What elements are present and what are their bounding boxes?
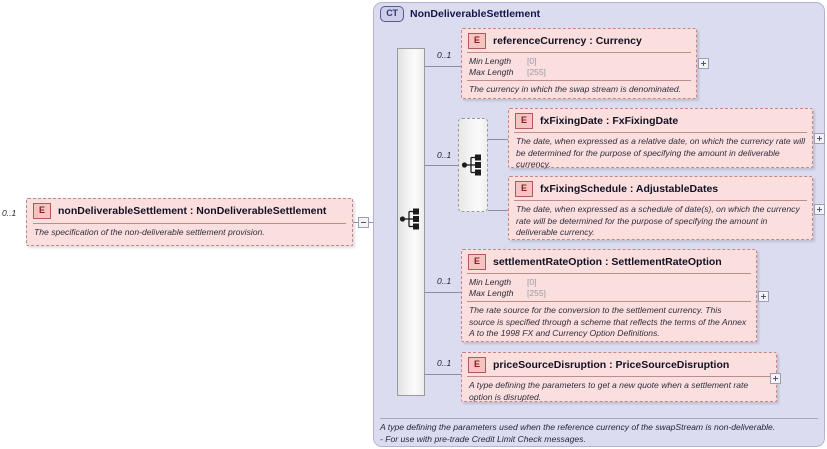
element-header: E nonDeliverableSettlement : NonDelivera…: [27, 199, 352, 222]
choice-compositor-icon: [461, 154, 481, 176]
element-name-label: settlementRateOption : SettlementRateOpt…: [493, 256, 722, 268]
connector-line: [425, 165, 458, 166]
facet-label: Min Length: [469, 56, 512, 66]
element-documentation: The specification of the non-deliverable…: [34, 227, 265, 237]
sequence-compositor-icon: [399, 208, 419, 230]
facet-list: Min Length [0] Max Length [255]: [462, 53, 696, 80]
connector-line: [488, 139, 508, 140]
element-box-nonDeliverableSettlement[interactable]: E nonDeliverableSettlement : NonDelivera…: [26, 198, 353, 246]
element-badge-icon: E: [33, 203, 51, 219]
element-name-label: referenceCurrency : Currency: [493, 35, 642, 47]
sequence-compositor-bar[interactable]: [397, 48, 425, 396]
element-header: E priceSourceDisruption : PriceSourceDis…: [462, 353, 776, 376]
element-header: E fxFixingSchedule : AdjustableDates: [509, 177, 812, 200]
element-header: E fxFixingDate : FxFixingDate: [509, 109, 812, 132]
facet-label: Max Length: [469, 66, 514, 77]
expand-toggle-settlementRateOption[interactable]: [758, 291, 769, 302]
element-badge-icon: E: [468, 33, 486, 49]
collapse-toggle-root[interactable]: [358, 217, 369, 228]
facet-value: [0]: [527, 56, 537, 66]
footer-line-1: A type defining the parameters used when…: [380, 422, 776, 432]
element-badge-icon: E: [515, 113, 533, 129]
divider: [467, 80, 691, 81]
element-header: E settlementRateOption : SettlementRateO…: [462, 250, 756, 273]
element-badge-icon: E: [468, 357, 486, 373]
complex-type-badge-icon: CT: [380, 6, 404, 22]
divider: [514, 200, 807, 201]
connector-line: [425, 374, 461, 375]
complex-type-footer: A type defining the parameters used when…: [380, 422, 820, 445]
facet-row: Min Length [0]: [469, 277, 750, 288]
element-name-label: nonDeliverableSettlement : NonDeliverabl…: [58, 205, 327, 217]
root-cardinality-label: 0..1: [2, 208, 17, 218]
cardinality-label-priceSourceDisruption: 0..1: [437, 358, 452, 368]
divider: [514, 132, 807, 133]
expand-toggle-fxFixingSchedule[interactable]: [814, 204, 825, 215]
footer-line-2: - For use with pre-trade Credit Limit Ch…: [380, 433, 586, 444]
element-documentation: The date, when expressed as a schedule o…: [516, 204, 800, 237]
expand-toggle-priceSourceDisruption[interactable]: [770, 373, 781, 384]
facet-value: [255]: [527, 66, 546, 77]
cardinality-label-fxFixingChoice: 0..1: [437, 150, 452, 160]
divider: [33, 223, 346, 224]
element-documentation: The currency in which the swap stream is…: [469, 84, 682, 94]
facet-row: Max Length [255]: [469, 67, 690, 78]
divider: [467, 301, 751, 302]
element-badge-icon: E: [468, 254, 486, 270]
element-box-priceSourceDisruption[interactable]: E priceSourceDisruption : PriceSourceDis…: [461, 352, 777, 402]
connector-line: [425, 66, 461, 67]
connector-line: [425, 292, 461, 293]
divider: [467, 376, 771, 377]
element-documentation: The date, when expressed as a relative d…: [516, 136, 805, 169]
element-box-referenceCurrency[interactable]: E referenceCurrency : Currency Min Lengt…: [461, 28, 697, 99]
complex-type-header: CT NonDeliverableSettlement: [380, 5, 540, 23]
facet-list: Min Length [0] Max Length [255]: [462, 274, 756, 301]
connector-line: [488, 210, 508, 211]
element-box-fxFixingDate[interactable]: E fxFixingDate : FxFixingDate The date, …: [508, 108, 813, 169]
divider: [467, 273, 751, 274]
element-header: E referenceCurrency : Currency: [462, 29, 696, 52]
element-box-settlementRateOption[interactable]: E settlementRateOption : SettlementRateO…: [461, 249, 757, 342]
element-documentation: A type defining the parameters to get a …: [469, 380, 749, 402]
connector-line: [353, 222, 358, 223]
element-name-label: fxFixingSchedule : AdjustableDates: [540, 183, 719, 195]
element-name-label: fxFixingDate : FxFixingDate: [540, 115, 679, 127]
facet-label: Max Length: [469, 287, 514, 298]
facet-row: Max Length [255]: [469, 288, 750, 299]
element-name-label: priceSourceDisruption : PriceSourceDisru…: [493, 359, 730, 371]
cardinality-label-referenceCurrency: 0..1: [437, 50, 452, 60]
complex-type-title: NonDeliverableSettlement: [410, 8, 541, 20]
element-badge-icon: E: [515, 181, 533, 197]
expand-toggle-fxFixingDate[interactable]: [814, 133, 825, 144]
complex-type-footer-divider: [380, 418, 818, 419]
facet-value: [255]: [527, 287, 546, 298]
cardinality-label-settlementRateOption: 0..1: [437, 276, 452, 286]
element-box-fxFixingSchedule[interactable]: E fxFixingSchedule : AdjustableDates The…: [508, 176, 813, 240]
facet-row: Min Length [0]: [469, 56, 690, 67]
divider: [467, 52, 691, 53]
facet-label: Min Length: [469, 277, 512, 287]
element-documentation: The rate source for the conversion to th…: [469, 305, 747, 338]
expand-toggle-referenceCurrency[interactable]: [698, 58, 709, 69]
facet-value: [0]: [527, 277, 537, 287]
